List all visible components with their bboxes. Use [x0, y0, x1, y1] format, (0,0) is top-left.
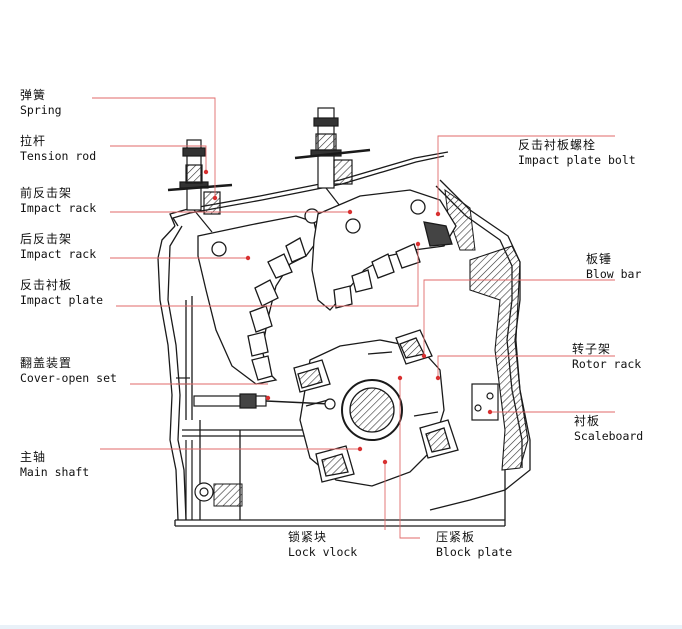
label-rear-rack-zh: 后反击架	[20, 232, 73, 246]
label-main-shaft: 主轴 Main shaft	[20, 450, 89, 480]
bottom-strip	[0, 625, 682, 629]
label-plate-bolt-en: Impact plate bolt	[518, 153, 636, 167]
label-main-shaft-en: Main shaft	[20, 465, 90, 479]
label-rotor-rack-zh: 转子架	[572, 342, 612, 356]
label-rear-rack-en: Impact rack	[20, 247, 97, 261]
rear-impact-rack	[197, 208, 320, 385]
leader-lines	[92, 97, 615, 539]
marker-dots	[203, 169, 493, 465]
label-scaleboard-zh: 衬板	[574, 414, 601, 428]
label-tension-rod-zh: 拉杆	[20, 134, 47, 148]
label-plate-bolt: 反击衬板螺栓 Impact plate bolt	[518, 138, 636, 168]
label-block-plate-zh: 压紧板	[436, 530, 476, 544]
label-front-rack-zh: 前反击架	[20, 186, 73, 200]
label-main-shaft-zh: 主轴	[20, 450, 47, 464]
label-blow-bar-en: Blow bar	[586, 267, 642, 281]
pedestal	[185, 440, 214, 520]
tension-rod-left	[167, 139, 233, 233]
label-tension-rod-en: Tension rod	[20, 149, 97, 163]
label-blow-bar: 板锤 Blow bar	[586, 252, 641, 282]
right-liner	[444, 188, 529, 471]
label-spring-en: Spring	[20, 103, 62, 117]
label-rear-rack: 后反击架 Impact rack	[20, 232, 96, 262]
label-rotor-rack: 转子架 Rotor rack	[572, 342, 641, 372]
label-front-rack-en: Impact rack	[20, 201, 97, 215]
label-cover-open: 翻盖装置 Cover-open set	[20, 356, 117, 386]
label-impact-plate: 反击衬板 Impact plate	[20, 278, 103, 308]
label-spring: 弹簧 Spring	[20, 88, 62, 118]
tension-rod-right	[294, 107, 371, 207]
label-tension-rod: 拉杆 Tension rod	[20, 134, 96, 164]
label-impact-plate-zh: 反击衬板	[20, 278, 73, 292]
label-block-plate: 压紧板 Block plate	[436, 530, 512, 560]
label-lock-block-en: Lock vlock	[288, 545, 358, 559]
label-scaleboard: 衬板 Scaleboard	[574, 414, 643, 444]
label-scaleboard-en: Scaleboard	[574, 429, 644, 443]
label-cover-open-zh: 翻盖装置	[20, 356, 73, 370]
scaleboard	[471, 383, 499, 421]
front-impact-rack	[311, 189, 457, 311]
label-spring-zh: 弹簧	[20, 88, 47, 102]
label-cover-open-en: Cover-open set	[20, 371, 117, 385]
label-lock-block-zh: 锁紧块	[288, 530, 328, 544]
rotor	[293, 329, 459, 487]
label-lock-block: 锁紧块 Lock vlock	[288, 530, 357, 560]
label-block-plate-en: Block plate	[436, 545, 513, 559]
label-front-rack: 前反击架 Impact rack	[20, 186, 96, 216]
label-plate-bolt-zh: 反击衬板螺栓	[518, 138, 597, 152]
label-impact-plate-en: Impact plate	[20, 293, 104, 307]
label-rotor-rack-en: Rotor rack	[572, 357, 642, 371]
base-block	[213, 483, 243, 507]
label-blow-bar-zh: 板锤	[586, 252, 613, 266]
